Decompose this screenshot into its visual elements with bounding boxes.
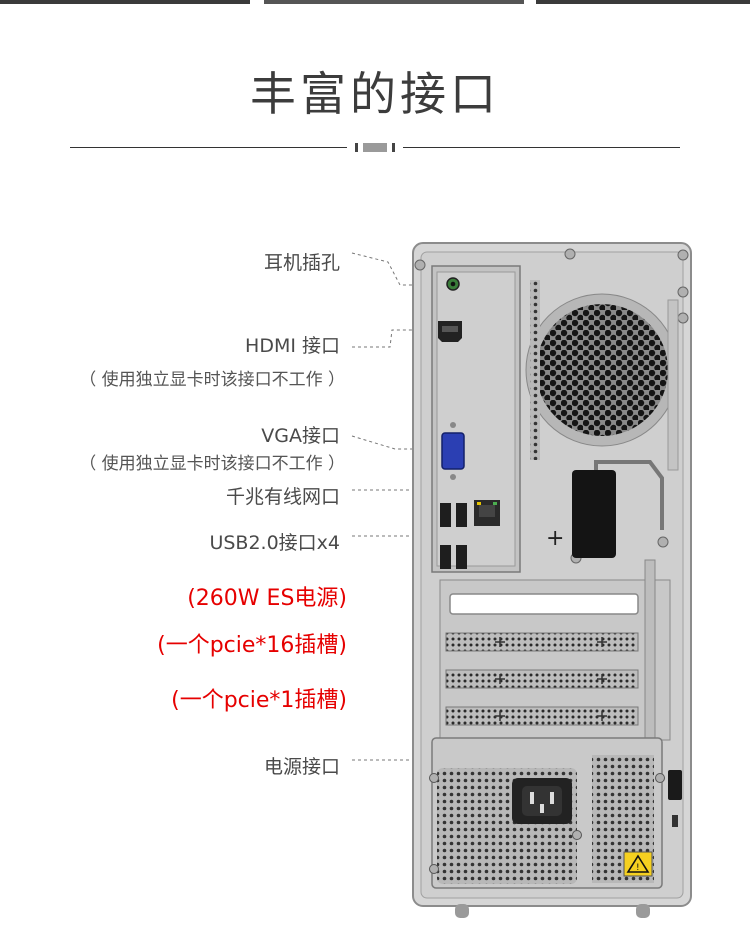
label-hdmi: HDMI 接口: [245, 335, 340, 357]
pcie-slot: [445, 669, 639, 689]
usb-port: [456, 503, 467, 527]
label-pcie16: (一个pcie*16插槽): [157, 633, 347, 658]
top-band: [0, 0, 750, 4]
side-latch: [668, 770, 682, 800]
label-pcie1: (一个pcie*1插槽): [171, 688, 347, 713]
slot-cover: [449, 593, 639, 615]
usb-port: [456, 545, 467, 569]
page-title: 丰富的接口: [250, 67, 500, 121]
label-power-supply: (260W ES电源): [187, 586, 347, 611]
pcie-slot: [445, 706, 639, 726]
divider-right: [403, 147, 680, 148]
kensington-slot-bracket: [572, 470, 616, 558]
divider-left: [70, 147, 347, 148]
foot: [455, 904, 469, 918]
label-vga-note: （ 使用独立显卡时该接口不工作 ）: [79, 454, 345, 474]
svg-text:!: !: [636, 863, 640, 873]
label-headphone: 耳机插孔: [263, 252, 340, 274]
band-segment: [0, 0, 250, 4]
band-segment: [264, 0, 524, 4]
label-ethernet: 千兆有线网口: [225, 486, 340, 508]
label-power-port: 电源接口: [263, 756, 340, 778]
svg-text:+: +: [546, 526, 564, 551]
foot: [636, 904, 650, 918]
fan-grille: [525, 293, 679, 447]
vga-port: [441, 432, 465, 470]
pcie-slot: [445, 632, 639, 652]
band-segment: [536, 0, 750, 4]
label-hdmi-note: （ 使用独立显卡时该接口不工作 ）: [79, 370, 345, 390]
divider-ornament: [355, 143, 395, 152]
label-usb: USB2.0接口x4: [209, 532, 340, 554]
usb-port: [440, 545, 451, 569]
label-vga: VGA接口: [261, 425, 340, 447]
usb-port: [440, 503, 451, 527]
